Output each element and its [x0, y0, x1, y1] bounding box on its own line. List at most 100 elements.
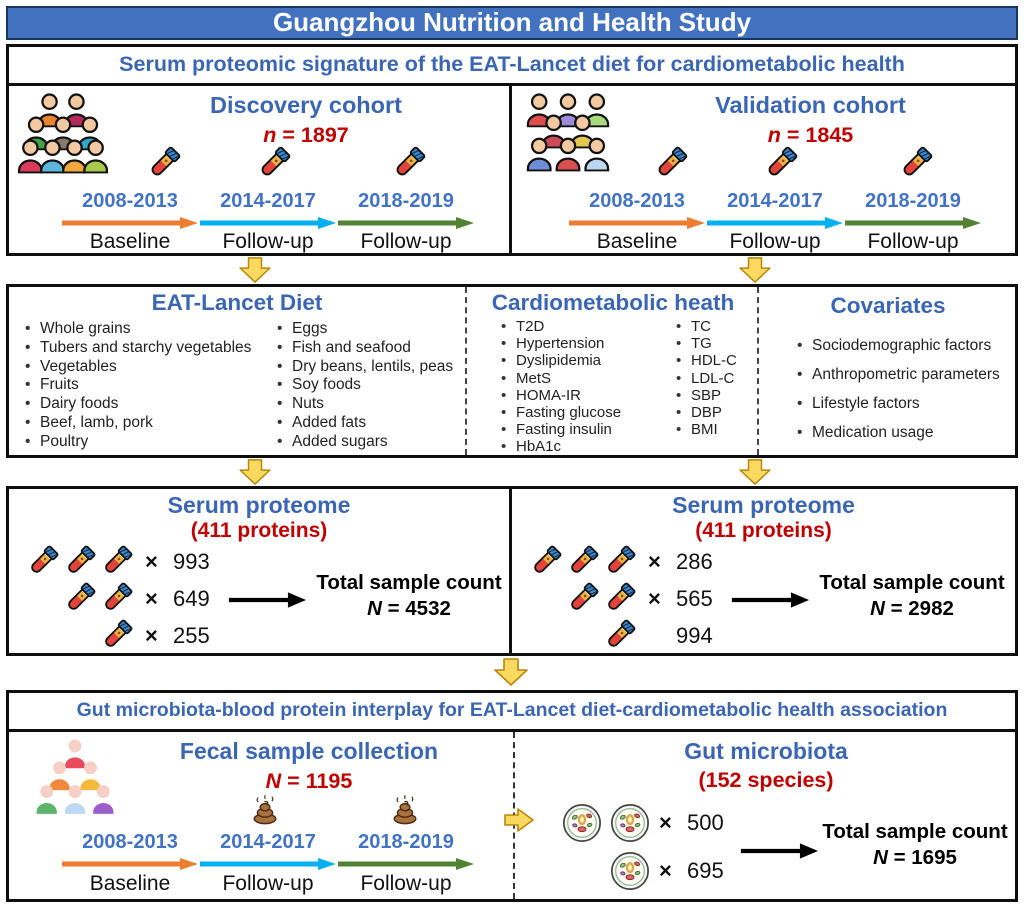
list-item: Whole grains [23, 320, 271, 339]
blood-tube-icon [25, 543, 61, 579]
list-item: HbA1c [499, 438, 659, 455]
list-item: TG [674, 335, 754, 352]
timeline-label: Follow-up [222, 230, 314, 253]
sample-count-row: ×649 [145, 586, 210, 611]
timeline-label: Baseline [89, 230, 171, 253]
eat-lancet-list-2: Eggs Fish and seafood Dry beans, lentils… [275, 320, 463, 452]
list-item: SBP [674, 387, 754, 404]
list-item: T2D [499, 318, 659, 335]
list-item: TC [674, 318, 754, 335]
list-item: Nuts [275, 395, 463, 414]
list-item: Eggs [275, 320, 463, 339]
blood-tube-icon [528, 543, 564, 579]
list-item: Fasting glucose [499, 404, 659, 421]
blood-tube-icon [897, 144, 935, 182]
timeline-range: 2008-2013 [82, 190, 178, 212]
fecal-title: Fecal sample collection [179, 738, 439, 764]
cardiometabolic-title: Cardiometabolic heath [491, 290, 735, 315]
cardiometabolic-column: Cardiometabolic heath T2D Hypertension D… [469, 287, 759, 456]
timeline-range: 2014-2017 [220, 831, 316, 853]
list-item: Sociodemographic factors [795, 331, 1010, 360]
list-item: Poultry [23, 433, 271, 452]
petri-dish-icon [609, 802, 651, 844]
blood-tube-icon [62, 580, 98, 616]
cohort-title: Validation cohort [715, 92, 906, 118]
list-item: Added fats [275, 414, 463, 433]
black-arrow-icon [227, 591, 307, 609]
list-item: Added sugars [275, 433, 463, 452]
timeline-label: Follow-up [867, 230, 959, 253]
blood-tube-icon [565, 580, 601, 616]
blood-tube-icon [565, 543, 601, 579]
timeline-range: 2018-2019 [865, 190, 961, 212]
proteome-subtitle: (411 proteins) [190, 519, 328, 542]
list-item: Soy foods [275, 376, 463, 395]
stool-icon [389, 794, 421, 826]
cohort-title: Discovery cohort [210, 92, 402, 118]
total-sample-value: N = 1695 [873, 846, 957, 869]
fecal-collection-panel: Fecal sample collection N = 1195 2008-20… [9, 732, 515, 899]
total-sample-value: N = 2982 [870, 597, 954, 620]
list-item: BMI [674, 421, 754, 438]
timeline-range: 2018-2019 [358, 831, 454, 853]
list-item: Fish and seafood [275, 339, 463, 358]
list-item: Fruits [23, 376, 271, 395]
people-group-icon [36, 739, 114, 814]
exposure-outcome-section: EAT-Lancet Diet Whole grains Tubers and … [6, 284, 1018, 458]
sample-count-row: ×286 [648, 549, 713, 574]
right-arrow-icon [503, 808, 535, 832]
stool-icon [249, 794, 281, 826]
cohort-section: Serum proteomic signature of the EAT-Lan… [6, 44, 1018, 256]
gut-microbiota-section: Gut microbiota-blood protein interplay f… [6, 690, 1018, 902]
total-sample-label: Total sample count [822, 820, 1008, 843]
black-arrow-icon [730, 591, 810, 609]
list-item: Beef, lamb, pork [23, 414, 271, 433]
sample-count-row: ×993 [145, 549, 210, 574]
list-item: Lifestyle factors [795, 389, 1010, 418]
bottom-banner: Gut microbiota-blood protein interplay f… [9, 693, 1015, 732]
covariates-title: Covariates [830, 293, 946, 318]
discovery-cohort-panel: Discovery cohort n = 1897 2008-2013 2014… [9, 86, 512, 253]
eat-lancet-title: EAT-Lancet Diet [151, 290, 323, 315]
people-group-icon [17, 93, 109, 174]
timeline-arrow-followup1 [200, 858, 336, 870]
sample-count-row: ×500 [659, 810, 724, 835]
timeline-arrow-followup1 [200, 217, 336, 229]
sample-count-row: 994 [676, 623, 713, 648]
down-arrow-icon [738, 459, 772, 485]
blood-tube-icon [145, 144, 183, 182]
timeline-range: 2008-2013 [82, 831, 178, 853]
blood-tube-icon [602, 617, 638, 653]
section-subtitle: Serum proteomic signature of the EAT-Lan… [9, 47, 1015, 86]
people-group-icon [526, 93, 610, 172]
list-item: Dairy foods [23, 395, 271, 414]
timeline-range: 2014-2017 [220, 190, 316, 212]
list-item: MetS [499, 370, 659, 387]
timeline-label: Follow-up [360, 230, 452, 253]
proteome-validation-panel: Serum proteome (411 proteins) ×286 ×565 … [512, 489, 1015, 653]
timeline-label: Baseline [596, 230, 678, 253]
timeline-label: Follow-up [360, 872, 452, 895]
total-sample-value: N = 4532 [367, 597, 451, 620]
validation-cohort-panel: Validation cohort n = 1845 2008-2013 201… [512, 86, 1015, 253]
proteome-subtitle: (411 proteins) [695, 519, 832, 542]
blood-tube-icon [602, 580, 638, 616]
list-item: Dry beans, lentils, peas [275, 358, 463, 377]
down-arrow-icon [238, 459, 272, 485]
timeline-arrow-baseline [62, 217, 198, 229]
list-item: HDL-C [674, 352, 754, 369]
cohort-n: n = 1845 [767, 123, 854, 147]
proteome-discovery-panel: Serum proteome (411 proteins) ×993 ×649 … [9, 489, 512, 653]
blood-tube-icon [99, 580, 135, 616]
total-sample-label: Total sample count [819, 571, 1005, 594]
timeline-range: 2018-2019 [358, 190, 454, 212]
timeline-arrow-followup2 [338, 858, 474, 870]
blood-tube-icon [62, 543, 98, 579]
timeline-label: Baseline [89, 872, 171, 895]
blood-tube-icon [652, 144, 690, 182]
timeline-label: Follow-up [222, 872, 314, 895]
list-item: Hypertension [499, 335, 659, 352]
fecal-n: N = 1195 [265, 769, 353, 793]
cardiometabolic-list-1: T2D Hypertension Dyslipidemia MetS HOMA-… [499, 318, 659, 456]
